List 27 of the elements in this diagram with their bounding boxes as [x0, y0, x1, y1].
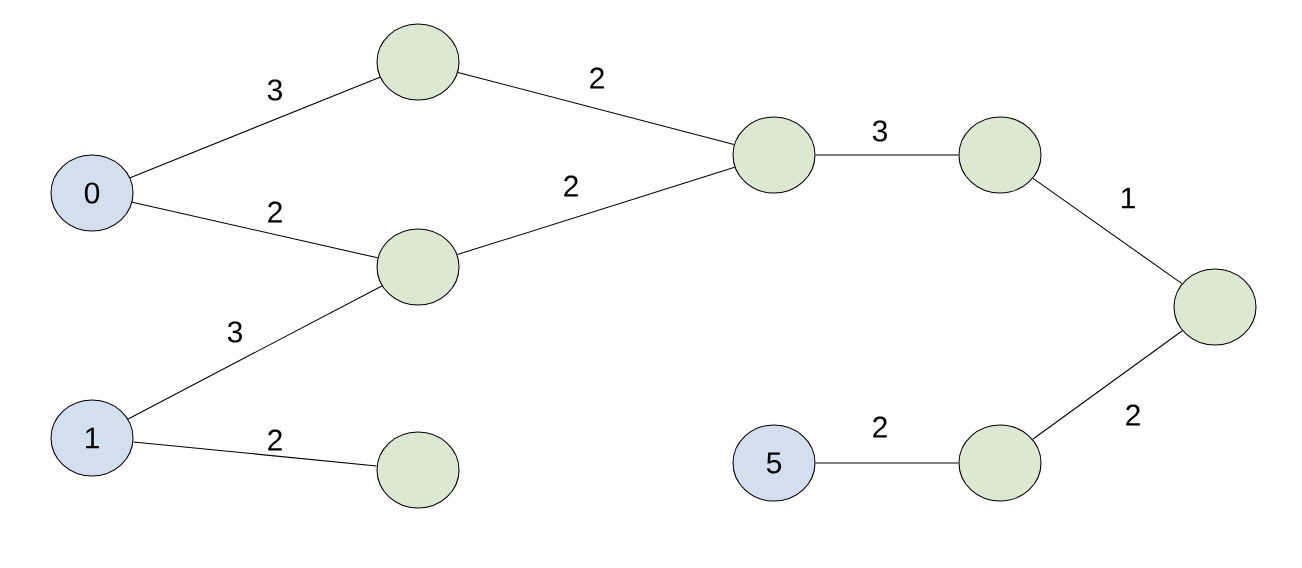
empty-node-ellipse — [376, 23, 460, 101]
empty-node-ellipse — [958, 424, 1042, 502]
empty-node-ellipse — [1173, 268, 1257, 346]
connector-line — [1032, 330, 1183, 440]
connector-line — [815, 154, 959, 156]
edge-label: 3 — [227, 321, 242, 343]
connector-line — [457, 71, 735, 146]
connector-line — [456, 166, 736, 256]
connector-line — [131, 201, 379, 259]
edge-label: 2 — [873, 416, 887, 438]
edge-label: 3 — [872, 120, 887, 142]
edge-label: 2 — [590, 67, 604, 89]
connector-line — [127, 285, 383, 420]
edge-label: 2 — [1126, 404, 1140, 426]
edge-label: 2 — [268, 201, 282, 223]
connector-line — [132, 441, 378, 467]
connector-line — [1032, 177, 1183, 285]
edge-label: 2 — [268, 429, 282, 451]
edge-label: 2 — [564, 175, 578, 197]
edge-label: 3 — [267, 79, 282, 101]
empty-node-ellipse — [732, 116, 816, 194]
empty-node-ellipse — [376, 431, 460, 509]
empty-node-ellipse — [376, 228, 460, 306]
connector-line — [815, 462, 959, 464]
edge-label: 1 — [1122, 187, 1135, 209]
empty-node-ellipse — [958, 116, 1042, 194]
connector-line — [129, 76, 381, 179]
